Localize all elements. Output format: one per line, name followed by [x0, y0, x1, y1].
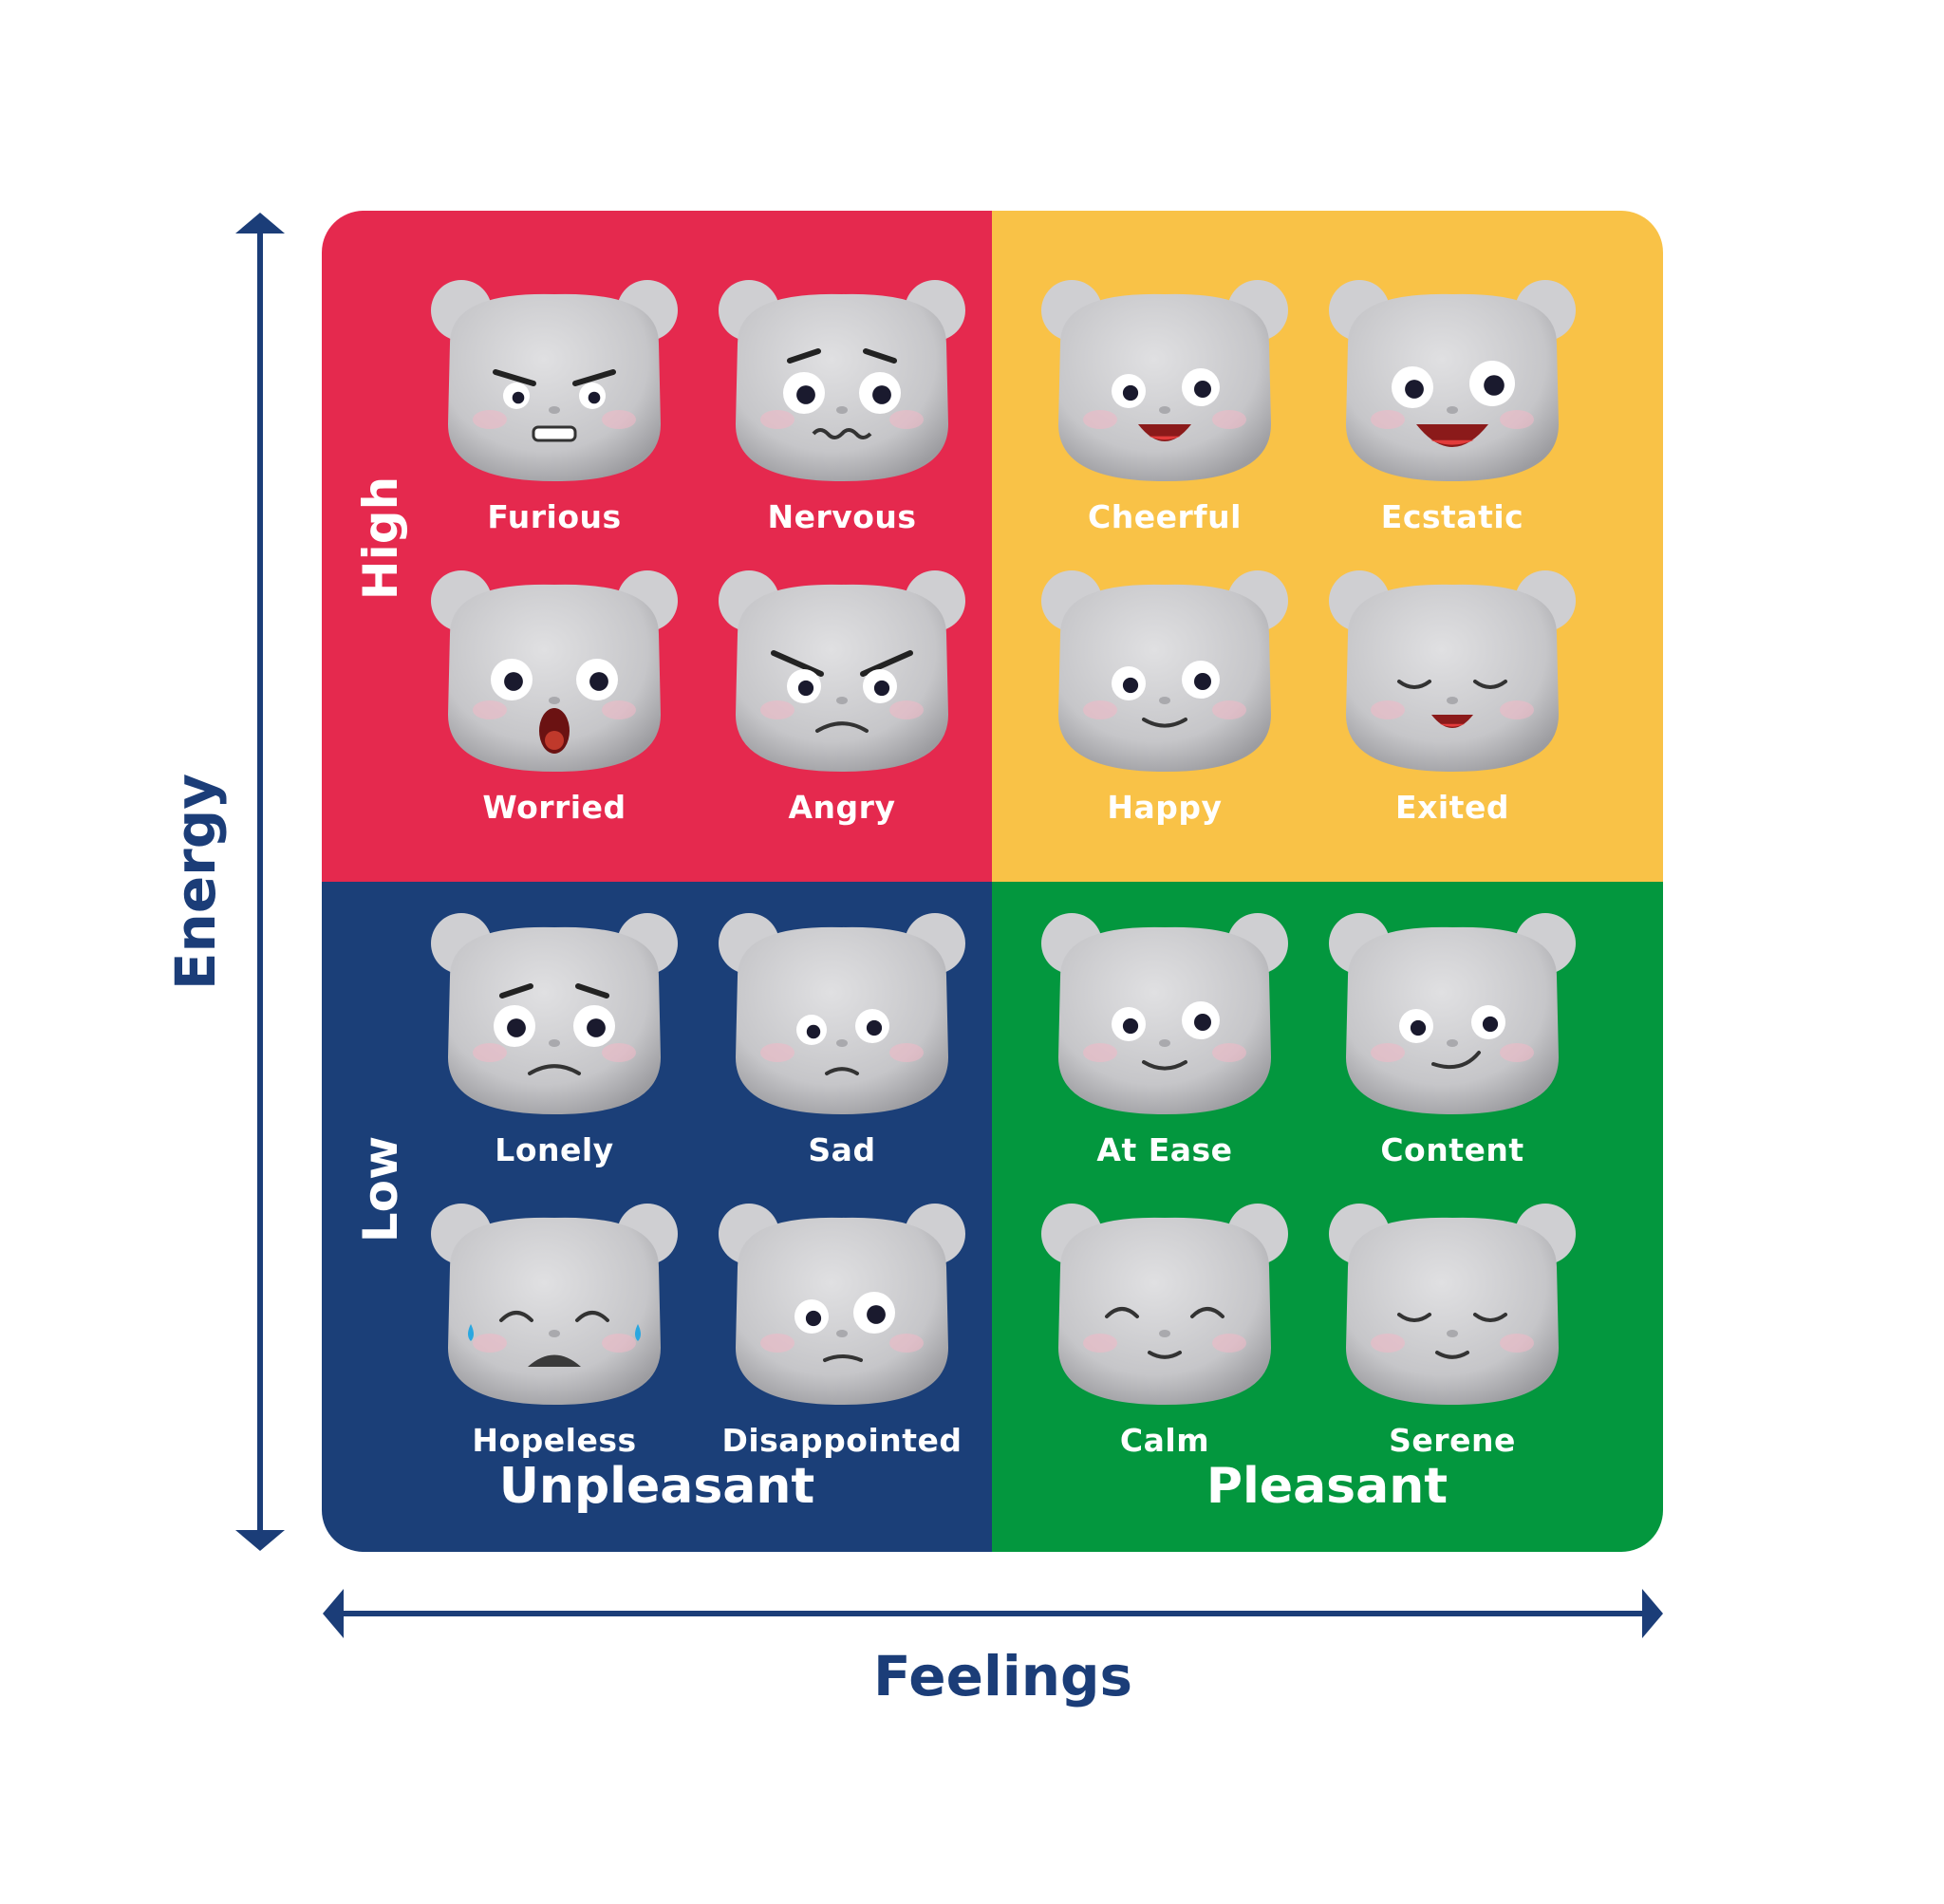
emotion-cell-content: Content — [1310, 910, 1595, 1195]
calm-face — [1041, 1204, 1288, 1405]
ecstatic-face — [1329, 280, 1576, 481]
at-ease-face — [1041, 913, 1288, 1114]
content-face — [1329, 913, 1576, 1114]
energy-level-low-label: Low — [353, 1135, 408, 1243]
emotion-cell-happy: Happy — [1022, 568, 1307, 852]
emotion-cell-calm: Calm — [1022, 1201, 1307, 1485]
emotion-cell-cheerful: Cheerful — [1022, 277, 1307, 562]
emotion-label-happy: Happy — [1107, 789, 1223, 826]
feelings-axis-title: Feelings — [873, 1644, 1133, 1708]
energy-arrow-down-icon — [235, 1530, 285, 1551]
exited-face — [1329, 570, 1576, 772]
valence-pleasant-label: Pleasant — [1206, 1458, 1449, 1515]
emotion-label-sad: Sad — [808, 1131, 876, 1168]
emotion-label-at-ease: At Ease — [1096, 1131, 1233, 1168]
emotion-cell-at-ease: At Ease — [1022, 910, 1307, 1195]
quadrant-low-pleasant: At Ease Content — [992, 882, 1663, 1552]
emotion-cell-angry: Angry — [700, 568, 984, 852]
emotion-cell-lonely: Lonely — [412, 910, 697, 1195]
emotion-cell-furious: Furious — [412, 277, 697, 562]
disappointed-face — [719, 1204, 965, 1405]
emotion-label-nervous: Nervous — [767, 498, 917, 535]
emotion-label-ecstatic: Ecstatic — [1380, 498, 1524, 535]
emotion-label-disappointed: Disappointed — [721, 1422, 963, 1459]
emotion-label-hopeless: Hopeless — [472, 1422, 637, 1459]
nervous-face — [719, 280, 965, 481]
energy-arrow-up-icon — [235, 213, 285, 233]
quadrant-high-unpleasant: Furious Nervous — [322, 211, 992, 882]
emotion-cell-nervous: Nervous — [700, 277, 984, 562]
emotion-cell-hopeless: Hopeless — [412, 1201, 697, 1485]
emotion-label-cheerful: Cheerful — [1088, 498, 1242, 535]
hopeless-face — [431, 1204, 678, 1405]
emotion-cell-disappointed: Disappointed — [700, 1201, 984, 1485]
energy-level-high-label: High — [353, 476, 408, 601]
sad-face — [719, 913, 965, 1114]
quadrant-low-unpleasant: Lonely Sad — [322, 882, 992, 1552]
feelings-arrow-right-icon — [1642, 1589, 1663, 1638]
valence-unpleasant-label: Unpleasant — [498, 1458, 815, 1515]
lonely-face — [431, 913, 678, 1114]
emotion-label-exited: Exited — [1395, 789, 1509, 826]
emotion-label-content: Content — [1380, 1131, 1524, 1168]
emotion-label-worried: Worried — [482, 789, 626, 826]
emotion-label-angry: Angry — [788, 789, 896, 826]
emotion-label-serene: Serene — [1389, 1422, 1516, 1459]
furious-face — [431, 280, 678, 481]
energy-axis-title: Energy — [163, 773, 228, 991]
emotion-label-lonely: Lonely — [495, 1131, 614, 1168]
emotion-cell-worried: Worried — [412, 568, 697, 852]
serene-face — [1329, 1204, 1576, 1405]
angry-face — [719, 570, 965, 772]
feelings-arrow-left-icon — [323, 1589, 344, 1638]
emotion-label-calm: Calm — [1119, 1422, 1210, 1459]
quadrant-high-pleasant: Cheerful Ecstatic — [992, 211, 1663, 882]
worried-face — [431, 570, 678, 772]
happy-face — [1041, 570, 1288, 772]
emotion-label-furious: Furious — [487, 498, 622, 535]
emotion-cell-sad: Sad — [700, 910, 984, 1195]
emotion-cell-exited: Exited — [1310, 568, 1595, 852]
emotion-cell-serene: Serene — [1310, 1201, 1595, 1485]
emotion-cell-ecstatic: Ecstatic — [1310, 277, 1595, 562]
mood-meter-grid: Furious Nervous — [322, 211, 1663, 1552]
cheerful-face — [1041, 280, 1288, 481]
